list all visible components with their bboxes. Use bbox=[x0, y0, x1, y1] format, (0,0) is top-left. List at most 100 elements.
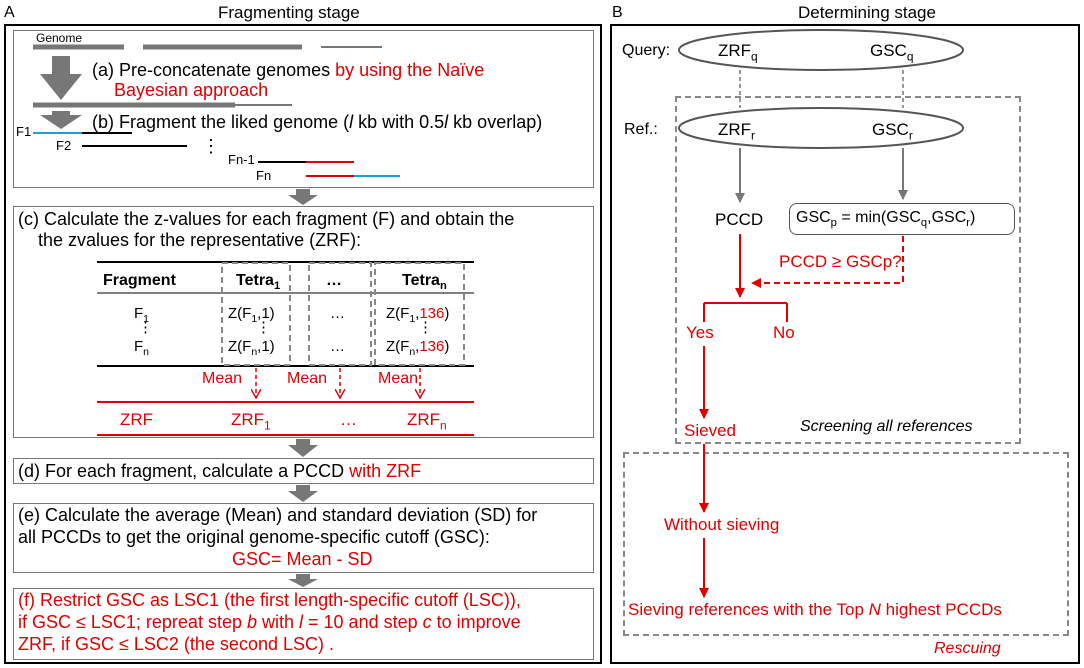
zrf-n: ZRFn bbox=[407, 410, 447, 432]
pccd-label: PCCD bbox=[715, 210, 764, 229]
z-close: ) bbox=[444, 338, 450, 355]
step-e-line2: all PCCDs to get the original genome-spe… bbox=[18, 527, 490, 547]
sieving-n: N bbox=[868, 600, 881, 619]
yes-label: Yes bbox=[686, 323, 714, 342]
zrfn-text: ZRF bbox=[407, 410, 441, 429]
without-sieving-label: Without sieving bbox=[664, 515, 780, 534]
panel-b-frame bbox=[610, 24, 1080, 664]
step-e-box bbox=[13, 503, 594, 573]
z-one: ,1) bbox=[257, 338, 275, 355]
step-ab-box bbox=[13, 30, 594, 188]
table-row2-frag: Fn bbox=[134, 338, 149, 358]
f-l2b: with bbox=[257, 612, 300, 632]
tetra1-sub: 1 bbox=[273, 280, 281, 293]
zrf-r: ZRFr bbox=[718, 120, 755, 142]
gscp-d: ) bbox=[970, 209, 976, 226]
zrf-q: ZRFq bbox=[718, 41, 758, 63]
rescuing-dashed-box bbox=[623, 452, 1069, 636]
tetra1-text: Tetra bbox=[236, 272, 274, 289]
sieving-b: highest PCCDs bbox=[880, 600, 1002, 619]
f-l2d: to improve bbox=[431, 612, 521, 632]
step-e-line1: (e) Calculate the average (Mean) and sta… bbox=[18, 505, 538, 525]
no-label: No bbox=[773, 323, 795, 342]
table-header-tetra1: Tetra1 bbox=[236, 272, 280, 292]
z-open: Z(F bbox=[228, 338, 252, 355]
z-136: 136 bbox=[419, 338, 445, 355]
gscp-q: q bbox=[920, 217, 928, 230]
step-f-line2: if GSC ≤ LSC1; repreat step b with l = 1… bbox=[18, 612, 521, 633]
step-d-text: (d) For each fragment, calculate a PCCD … bbox=[18, 461, 421, 482]
step-c-line1: (c) Calculate the z-values for each frag… bbox=[18, 209, 515, 229]
panel-a-title: Fragmenting stage bbox=[218, 3, 360, 22]
zrf1-text: ZRF bbox=[231, 410, 265, 429]
zrfn-sub: n bbox=[440, 418, 447, 433]
row2-frag-text: F bbox=[134, 338, 144, 355]
z-one: ,1) bbox=[257, 305, 275, 322]
zrf-dots: … bbox=[340, 410, 357, 429]
frag-label-fn: Fn bbox=[256, 168, 272, 183]
zrf-label: ZRF bbox=[120, 410, 154, 429]
gscr-text: GSC bbox=[872, 120, 909, 139]
sieved-label: Sieved bbox=[684, 421, 736, 440]
step-b-l2: l bbox=[444, 112, 449, 132]
step-e-formula: GSC= Mean - SD bbox=[232, 549, 373, 569]
f-l2c: = 10 and step bbox=[303, 612, 423, 632]
z-comma: , bbox=[415, 305, 420, 322]
f-l: l bbox=[299, 612, 304, 632]
gsc-r: GSCr bbox=[872, 120, 913, 142]
frag-vdots: ⋮ bbox=[202, 136, 220, 156]
gscq-text: GSC bbox=[870, 41, 907, 60]
dots-dashed-col bbox=[308, 262, 372, 366]
step-arrow-3 bbox=[288, 485, 318, 502]
cell-vdots-n: ⋮ bbox=[418, 319, 433, 336]
sieving-a: Sieving references with the Top bbox=[628, 600, 869, 619]
rescuing-label: Rescuing bbox=[934, 640, 1001, 657]
gscp-b: = min(GSC bbox=[836, 209, 921, 226]
screening-dashed-box bbox=[675, 96, 1021, 444]
cell-z-fn-136: Z(Fn,136) bbox=[386, 338, 449, 358]
tetran-text: Tetra bbox=[402, 272, 440, 289]
sieving-top-label: Sieving references with the Top N highes… bbox=[628, 600, 1002, 620]
zrf1-sub: 1 bbox=[264, 418, 271, 433]
panel-a-frame bbox=[4, 24, 602, 664]
big-down-arrow-2 bbox=[40, 111, 82, 129]
table-vdots-frag: ⋮ bbox=[138, 319, 153, 336]
gscp-c: ,GSC bbox=[927, 209, 967, 226]
mean-label-2: Mean bbox=[287, 370, 328, 387]
mean-label-1: Mean bbox=[202, 370, 243, 387]
f-c: c bbox=[422, 612, 432, 632]
step-f-box bbox=[13, 588, 594, 660]
step-arrow-1 bbox=[288, 189, 318, 205]
z-sub: 1 bbox=[409, 313, 416, 325]
step-a-red-1: by using the Naïve bbox=[330, 60, 485, 80]
frag-label-f1: F1 bbox=[16, 124, 32, 139]
step-c-line2: the zvalues for the representative (ZRF)… bbox=[38, 230, 362, 250]
tetran-dashed-col bbox=[374, 262, 465, 366]
ref-label: Ref.: bbox=[624, 121, 658, 138]
screening-label: Screening all references bbox=[800, 418, 973, 435]
zrfq-sub: q bbox=[751, 49, 758, 64]
step-arrow-4 bbox=[288, 574, 318, 587]
row1-frag-text: F bbox=[134, 305, 144, 322]
frag-label-f2: F2 bbox=[56, 138, 72, 153]
step-b-t3: kb overlap) bbox=[448, 112, 543, 132]
z-open: Z(F bbox=[228, 305, 252, 322]
tetra1-dashed-col bbox=[221, 262, 291, 366]
step-a-prefix: (a) Pre-concatenate genomes bbox=[92, 60, 331, 80]
condition-dashed-arrow bbox=[751, 236, 904, 288]
genome-label: Genome bbox=[36, 31, 83, 45]
ref-ellipse bbox=[678, 107, 964, 149]
gscp-r: r bbox=[966, 217, 971, 230]
cell-dots-2: … bbox=[330, 338, 345, 355]
query-label: Query: bbox=[622, 42, 671, 59]
table-row1-frag: F1 bbox=[134, 305, 149, 325]
table-header-dots: … bbox=[326, 272, 342, 289]
step-d-prefix: (d) For each fragment, calculate a PCCD bbox=[18, 461, 345, 481]
big-down-arrow-1 bbox=[40, 56, 82, 100]
z-sub: n bbox=[409, 346, 416, 358]
cell-z-fn-1: Z(Fn,1) bbox=[228, 338, 275, 358]
step-d-red: with ZRF bbox=[344, 461, 422, 481]
f-l2a: if GSC ≤ LSC1; repreat step bbox=[18, 612, 247, 632]
z-sub: n bbox=[251, 346, 258, 358]
